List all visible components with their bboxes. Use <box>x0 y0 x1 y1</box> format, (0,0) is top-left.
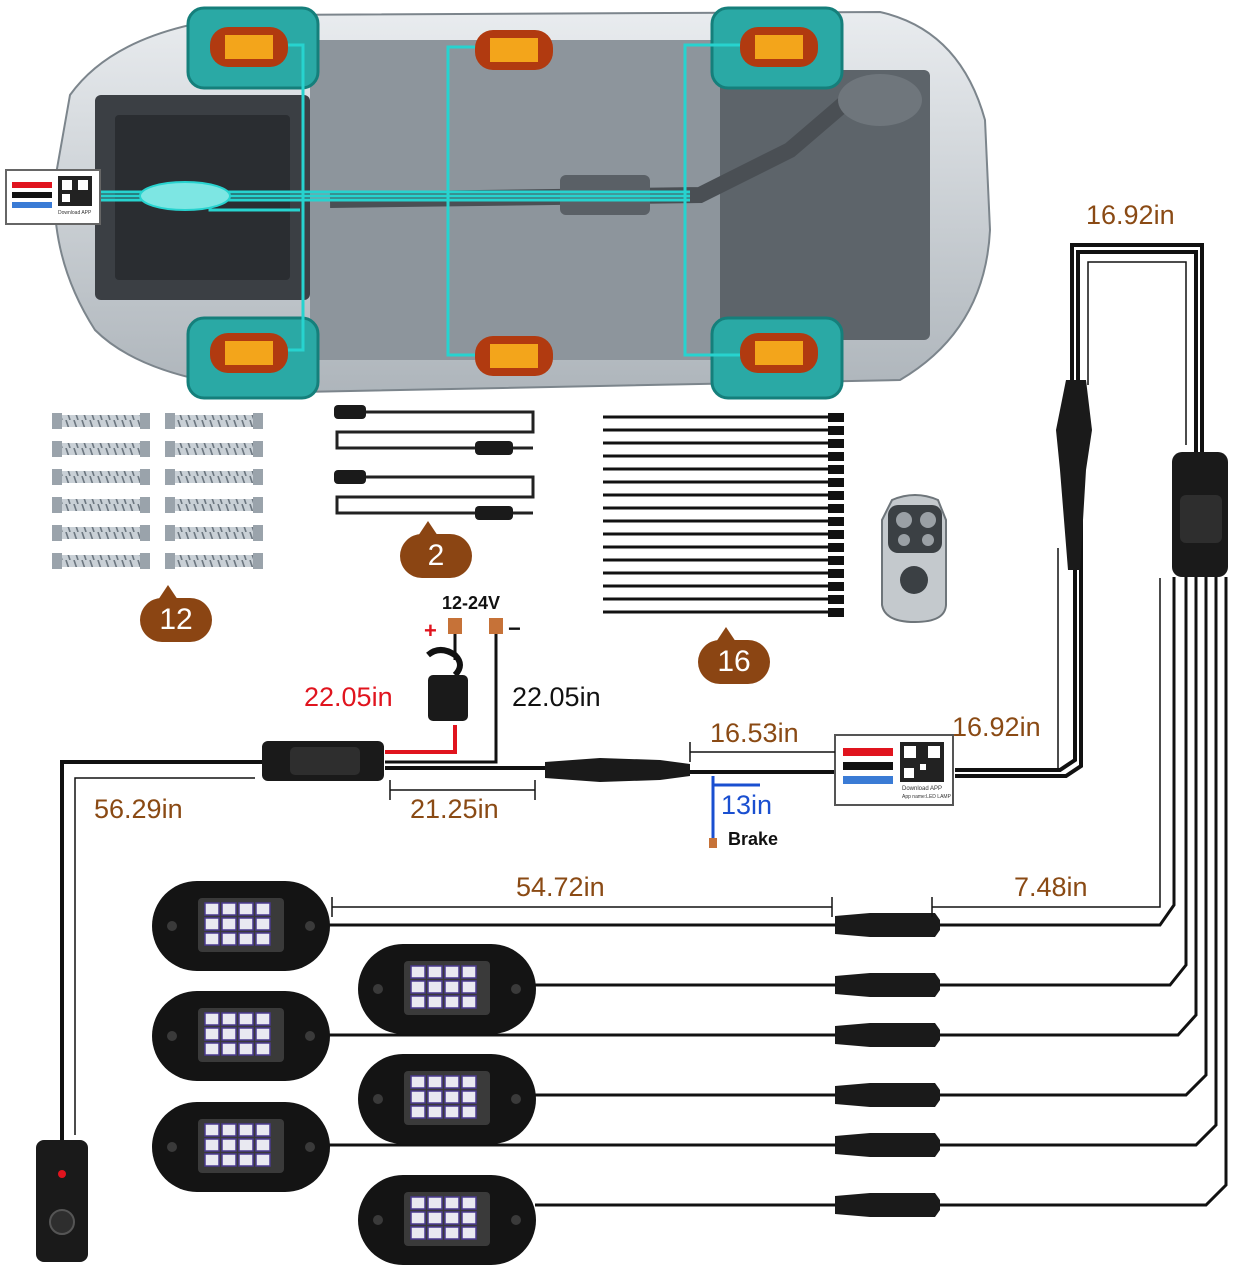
led-pods <box>151 881 537 1266</box>
car-pod-2 <box>475 30 553 70</box>
voltage-label: 12-24V <box>442 593 501 613</box>
car-controller-icon <box>5 169 101 225</box>
splitter-in-length: 16.92in <box>1086 200 1175 230</box>
controller-out-length: 16.92in <box>952 712 1041 742</box>
cable-tie-count-badge: 16 <box>698 627 770 684</box>
controller-app-name: App name:LED LAMP <box>902 794 951 800</box>
main-cables <box>60 243 1204 1150</box>
car-pod-4 <box>210 333 288 373</box>
connector-count-badge: 2 <box>400 521 472 578</box>
car-pod-1 <box>210 27 288 67</box>
splitter-branches <box>940 577 1228 1207</box>
pod-leads <box>328 923 835 1207</box>
car-pod-3 <box>740 27 818 67</box>
brake-label: Brake <box>728 829 779 849</box>
rocker-switch <box>36 1140 88 1262</box>
car-controller-app-text: Download APP <box>58 210 92 216</box>
switch-lead-length: 56.29in <box>94 794 183 824</box>
fuse-positive-length: 22.05in <box>304 682 393 712</box>
car-pod-5 <box>475 336 553 376</box>
plus-sign: + <box>424 618 437 643</box>
extension-connector <box>545 758 690 782</box>
power-connector <box>262 741 384 781</box>
pod-lead-length: 54.72in <box>516 872 605 902</box>
screws-set <box>52 413 263 569</box>
splitter-branch-length: 7.48in <box>1014 872 1088 902</box>
splitter-hub <box>1172 452 1228 577</box>
cable-tie-heads <box>828 413 844 617</box>
screw-count-badge: 12 <box>140 585 212 642</box>
dimension-lines <box>74 261 1187 1135</box>
extension-length: 16.53in <box>710 718 799 748</box>
power-lead-length: 21.25in <box>410 794 499 824</box>
remote-control <box>881 494 947 624</box>
brake-lead-length: 13in <box>721 790 773 820</box>
connector-cables <box>332 405 535 522</box>
negative-length: 22.05in <box>512 682 601 712</box>
splitter-input-connector <box>1056 380 1092 570</box>
controller-app-text: Download APP <box>902 786 943 792</box>
pod-connectors <box>835 913 940 1217</box>
minus-sign: − <box>508 616 521 641</box>
fuse-holder <box>426 647 468 721</box>
cable-ties <box>603 415 830 614</box>
car-pod-6 <box>740 333 818 373</box>
controller-box <box>834 734 954 806</box>
